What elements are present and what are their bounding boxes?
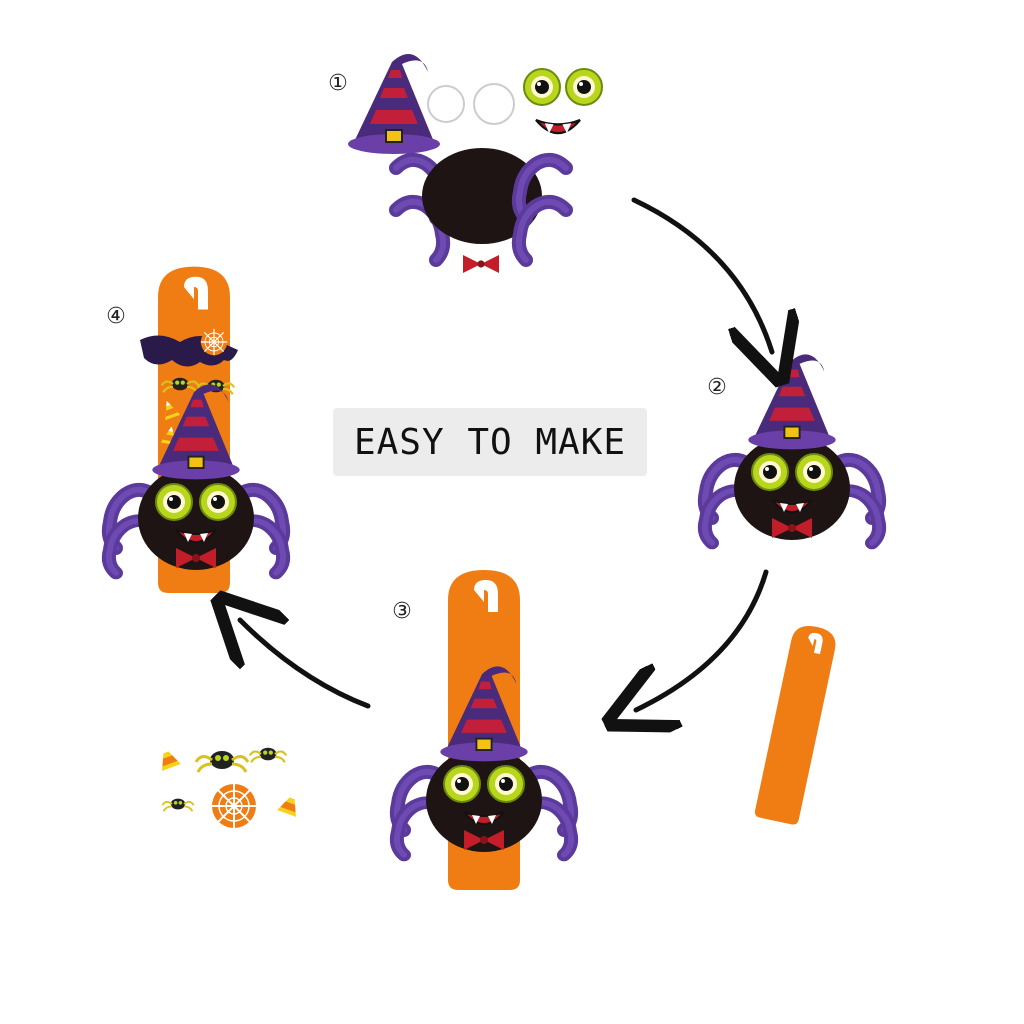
page-title: EASY TO MAKE	[353, 421, 627, 463]
flow-arrows	[240, 197, 772, 710]
step-1-number: ①	[328, 71, 348, 96]
step4-finished	[109, 266, 283, 593]
step-2-number: ②	[707, 375, 727, 400]
step-4-number: ④	[106, 304, 126, 329]
bow-tie-icon	[463, 255, 499, 273]
spider-web-icon	[211, 783, 257, 829]
title-banner: EASY TO MAKE	[333, 408, 647, 476]
spider-sticker-icon	[248, 746, 288, 764]
eye-icon	[565, 68, 603, 106]
step-3-number: ③	[392, 599, 412, 624]
spider-sticker-icon	[194, 749, 250, 774]
witch-hat-icon	[347, 53, 441, 155]
eye-white-part	[427, 85, 465, 123]
arrow-icon	[636, 569, 769, 710]
candy-corn-icon	[277, 789, 304, 817]
door-hanger-icon	[753, 622, 839, 826]
eye-icon	[523, 68, 561, 106]
arrow-icon	[631, 197, 772, 352]
spider-icon	[109, 384, 283, 573]
spider-body-part	[422, 148, 542, 244]
spider-sticker-icon	[161, 797, 195, 813]
legs-right-part	[519, 160, 566, 260]
step3-assembly	[397, 570, 839, 890]
spider-icon	[397, 666, 571, 855]
step2-spider-icon	[705, 354, 879, 543]
eye-white-part	[473, 83, 515, 125]
candy-corn-icon	[154, 743, 181, 771]
arrow-icon	[240, 620, 371, 709]
stickers	[154, 743, 304, 829]
spider-web-icon	[200, 328, 228, 356]
mouth-part	[534, 118, 582, 135]
step1-parts	[347, 53, 603, 273]
